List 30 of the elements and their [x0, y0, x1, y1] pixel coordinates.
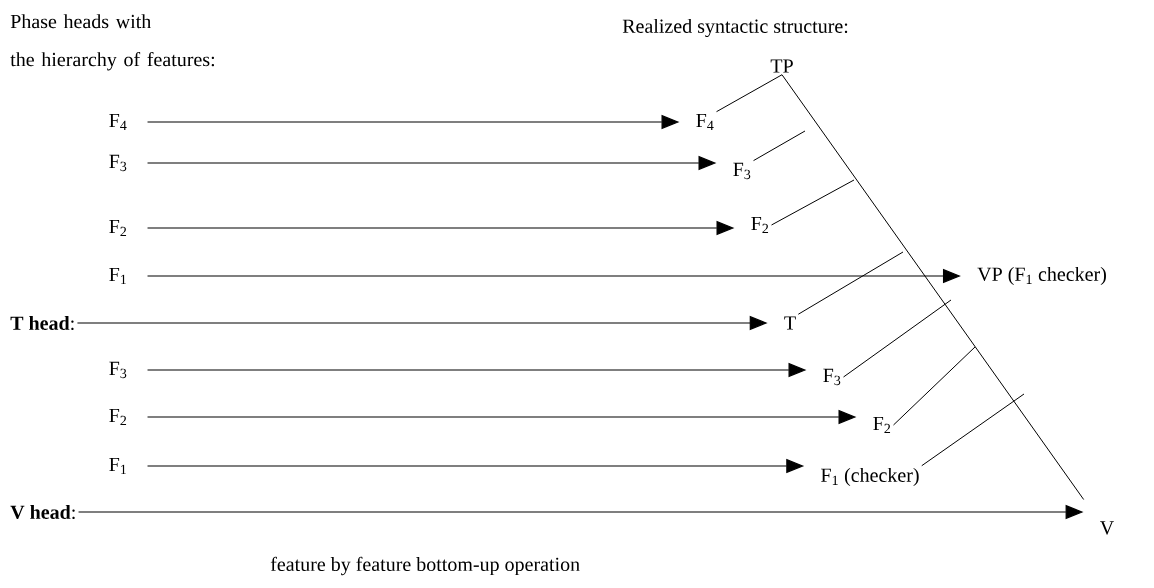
feature-label: F$_{1}$ — [109, 267, 126, 285]
tree-branch — [753, 130, 806, 162]
tree-line — [716, 74, 783, 113]
tree-label: F$_{1}$ (checker) — [821, 467, 919, 487]
feature-label: F$_{3}$ — [109, 361, 127, 379]
tree-label: VP (F$_{1}$ checker) — [977, 266, 1106, 286]
head-label: T head: — [10, 315, 74, 331]
caption: feature by feature bottom-up operation — [270, 556, 580, 576]
tree-label: F$_{2}$ — [751, 216, 769, 234]
tree-branch — [921, 393, 1025, 467]
tree-label: T — [784, 316, 796, 330]
tree-branch — [771, 179, 855, 226]
tree-label: F$_{2}$ — [873, 416, 891, 434]
feature-label: F$_{2}$ — [109, 219, 127, 237]
feature-label: F$_{4}$ — [109, 113, 127, 131]
heading: Phase heads with the hierarchy of features: — [10, 14, 215, 71]
tree-branch — [843, 299, 952, 378]
tree-label: F$_{3}$ — [733, 162, 751, 180]
feature-label: F$_{1}$ — [109, 457, 126, 475]
tree-label: TP — [770, 59, 793, 73]
heading: Realized syntactic structure: — [622, 18, 848, 38]
tree-label: F$_{3}$ — [823, 368, 841, 386]
tree-branch — [893, 346, 976, 426]
feature-label: F$_{3}$ — [109, 154, 127, 172]
tree-branch — [797, 251, 904, 315]
tree-label: F$_{4}$ — [696, 113, 714, 131]
head-label: V head: — [10, 504, 75, 520]
tree-label: V — [1100, 521, 1114, 535]
tree-line — [781, 74, 1085, 500]
feature-label: F$_{2}$ — [109, 408, 127, 426]
